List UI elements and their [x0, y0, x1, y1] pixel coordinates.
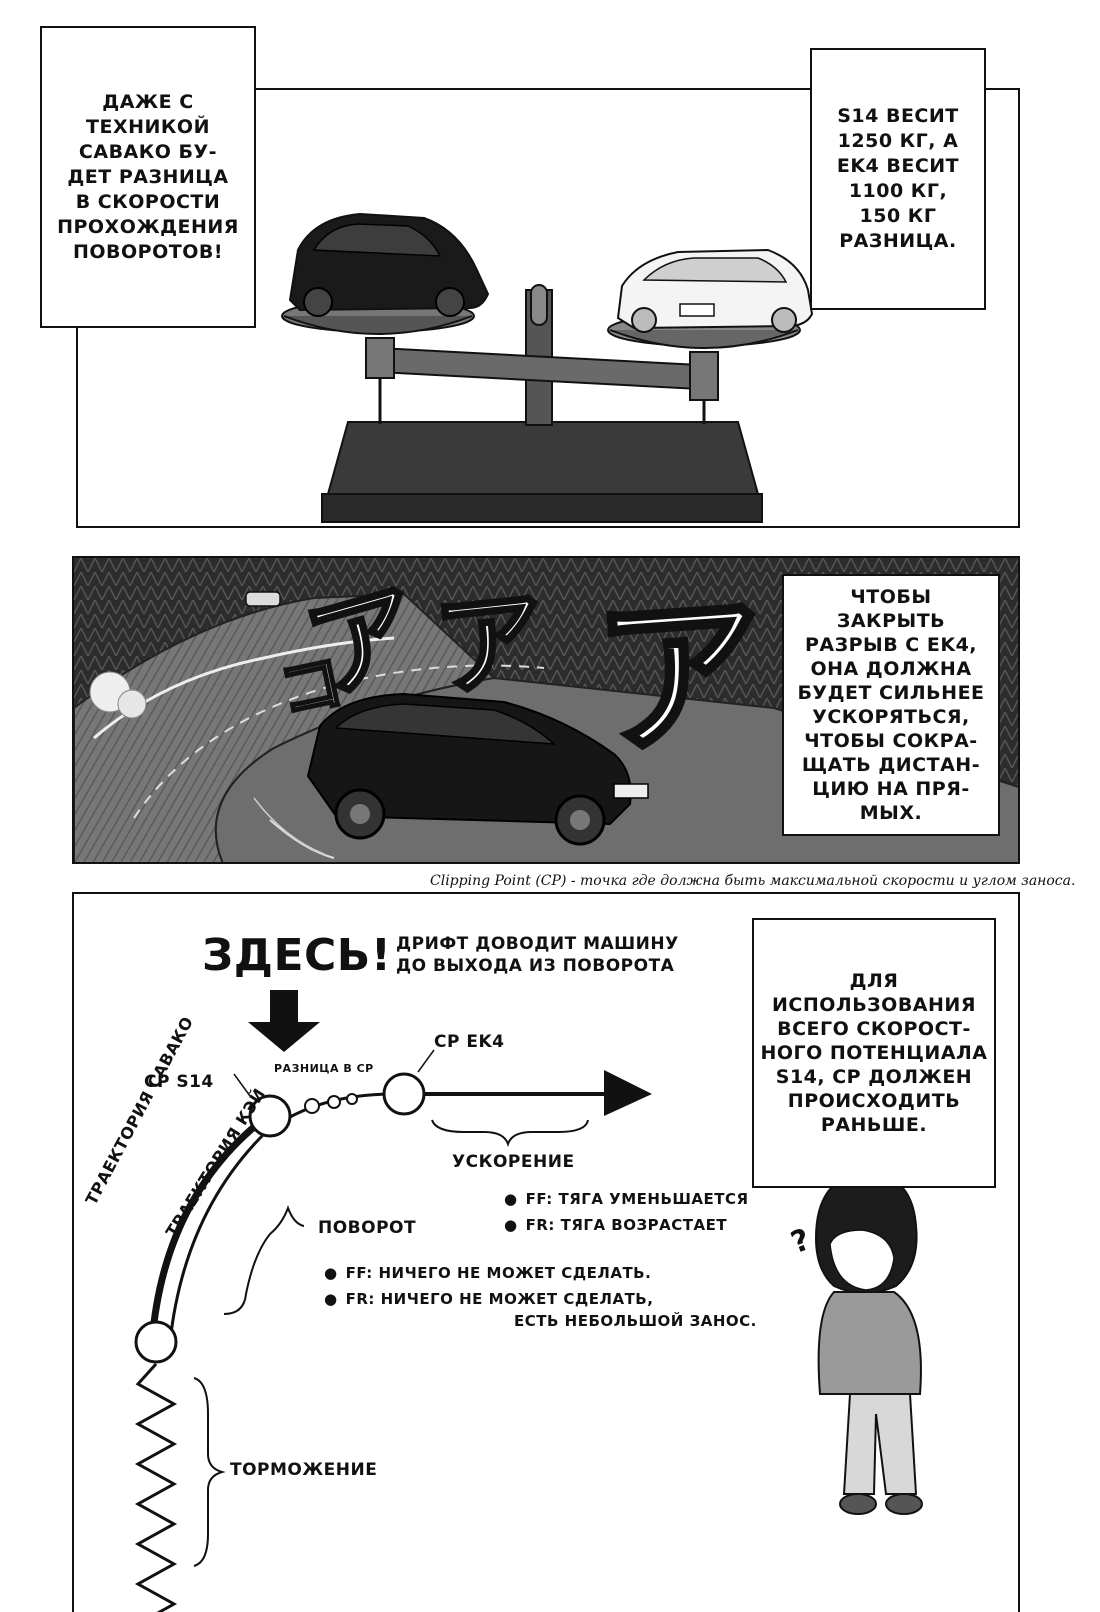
- panel1-narration-right-text: S14 весит 1250 кг, а EK4 весит 1100 кг, …: [836, 105, 960, 252]
- cp-ek4-label: CP EK4: [434, 1032, 505, 1052]
- here-label: ЗДЕСЬ!: [202, 930, 392, 981]
- scales-illustration: [281, 212, 814, 523]
- panel1-narration-left-text: Даже с техникой Савако бу- дет разница в…: [57, 90, 239, 263]
- here-note-line1: Дрифт доводит машину: [396, 934, 679, 954]
- panel3-narration-text: Для использования всего скорост- ного по…: [760, 970, 988, 1136]
- here-note-line2: до выхода из поворота: [396, 956, 675, 976]
- turn-fr-line2: есть небольшой занос.: [514, 1312, 757, 1330]
- cp-diff-label: разница в CP: [274, 1062, 374, 1075]
- clipping-point-caption: Clipping Point (CP) - точка где должна б…: [430, 873, 1076, 889]
- accel-fr: FR: тяга возрастает: [504, 1216, 727, 1234]
- sfx-3: ア: [427, 573, 554, 716]
- panel1-narration-left: Даже с техникой Савако бу- дет разница в…: [40, 26, 256, 328]
- accel-ff: FF: тяга уменьшается: [504, 1190, 749, 1208]
- panel2-narration: Чтобы закрыть разрыв с EK4, она должна б…: [782, 574, 1000, 836]
- cp-s14-label: CP S14: [144, 1072, 214, 1092]
- panel1-narration-right: S14 весит 1250 кг, а EK4 весит 1100 кг, …: [810, 48, 986, 310]
- turn-fr-line1: FR: ничего не может сделать,: [324, 1290, 653, 1308]
- panel2-narration-text: Чтобы закрыть разрыв с EK4, она должна б…: [797, 586, 985, 824]
- trajectory-diagram: [134, 990, 923, 1612]
- turn-ff: FF: ничего не может сделать.: [324, 1264, 651, 1282]
- panel3-narration: Для использования всего скорост- ного по…: [752, 918, 996, 1188]
- drift-illustration: [74, 558, 1018, 862]
- accel-label: Ускорение: [452, 1152, 575, 1172]
- turn-label: Поворот: [318, 1218, 417, 1238]
- braking-label: Торможение: [230, 1460, 378, 1480]
- sfx-4: ア: [586, 570, 775, 784]
- girl-illustration: [814, 1170, 923, 1515]
